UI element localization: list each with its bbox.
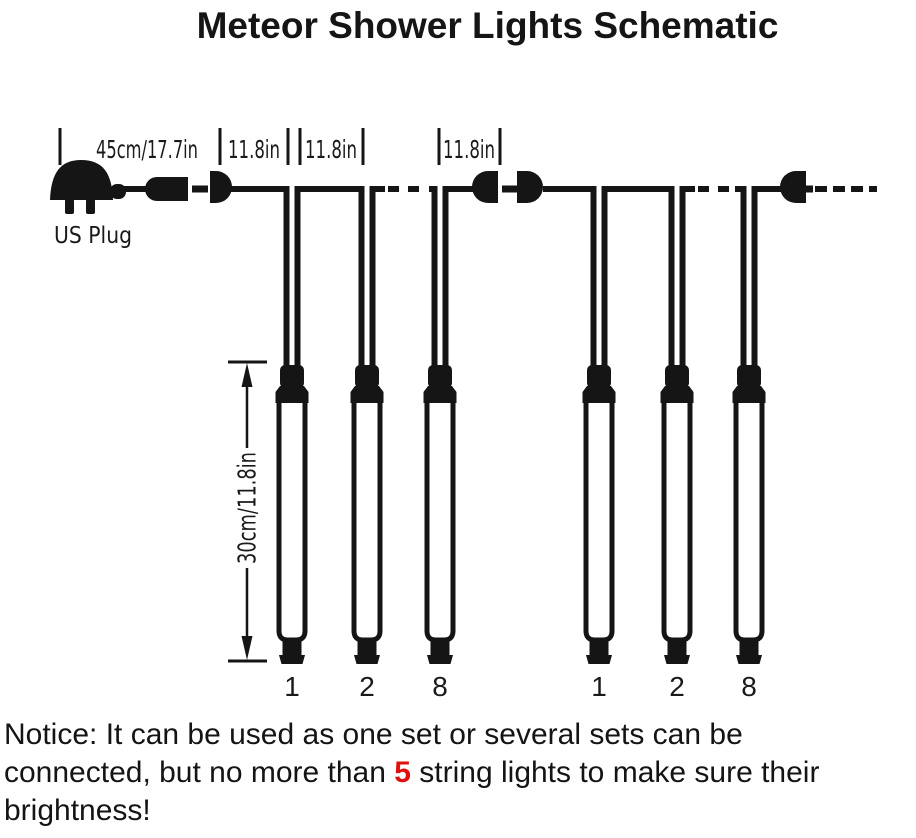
arrow-down-icon [241,636,253,660]
lead-wire-dimension-label: 45cm/17.7in [96,135,198,164]
spacing-dimension-label-3: 11.8in [443,135,495,164]
tube-number: 8 [741,671,757,702]
male-connector-icon-2 [502,171,543,203]
female-connector-icon-2 [780,171,813,203]
tube-number: 1 [591,671,607,702]
notice-text: Notice: It can be used as one set or sev… [4,716,914,830]
light-tube [424,365,457,664]
notice-line-1: Notice: It can be used as one set or sev… [4,718,743,751]
notice-line-3: brightness! [4,794,151,827]
notice-highlight-number: 5 [394,756,411,789]
light-tube [276,365,309,664]
tube-number: 8 [432,671,448,702]
light-tube [733,365,766,664]
notice-line-2-before: connected, but no more than [4,756,395,789]
light-tube [583,365,616,664]
tube-number: 2 [669,671,685,702]
notice-line-2: connected, but no more than 5 string lig… [4,754,914,792]
tube-length-dimension-label: 30cm/11.8in [233,452,262,564]
light-tube [661,365,694,664]
light-tube [351,365,384,664]
us-plug-icon [50,160,126,214]
female-connector-icon-1 [472,171,498,203]
tube-length-dimension: 30cm/11.8in [228,360,267,663]
tube-number: 1 [284,671,300,702]
page-title: Meteor Shower Lights Schematic [196,5,779,46]
tube-number: 2 [359,671,375,702]
dimension-ticks [58,128,502,165]
spacing-dimension-label-1: 11.8in [228,135,280,164]
inline-adapter-icon [145,177,188,201]
notice-line-2-after: string lights to make sure their [410,756,820,789]
male-connector-icon-1 [192,171,232,203]
wire-rail [231,186,877,367]
spacing-dimension-label-2: 11.8in [305,135,357,164]
arrow-up-icon [241,363,253,387]
us-plug-label: US Plug [54,223,132,249]
